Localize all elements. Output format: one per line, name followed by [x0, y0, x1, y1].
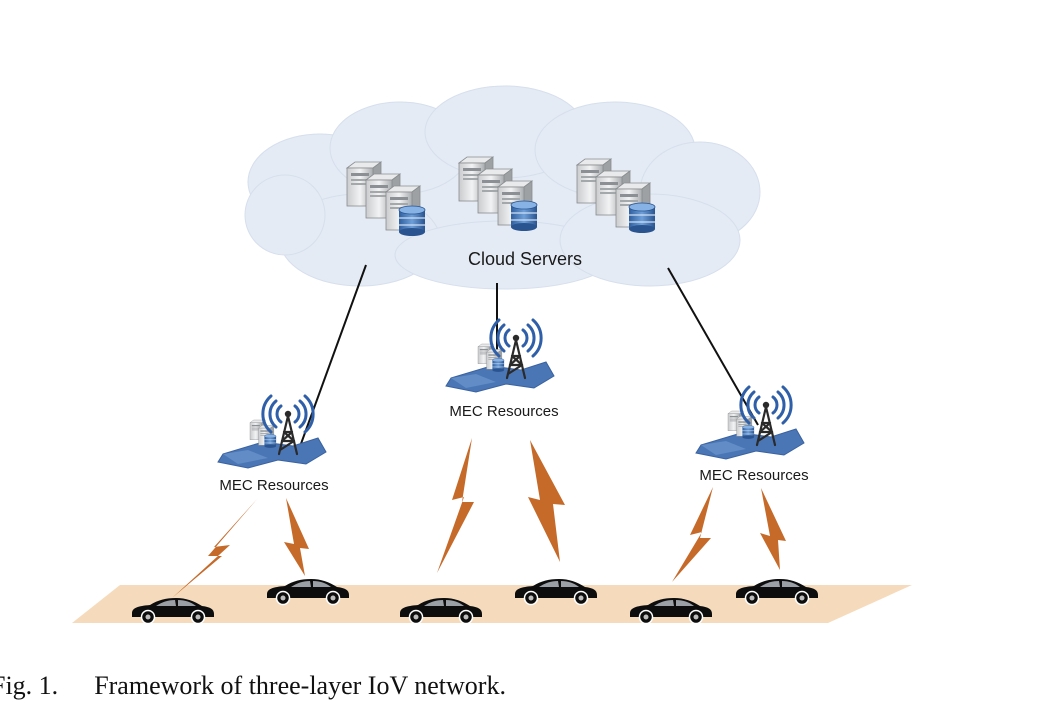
lightning-bolt-icon: [172, 498, 258, 598]
mec-label-center: MEC Resources: [449, 403, 558, 420]
lightning-bolt-icon: [528, 440, 565, 562]
figure-caption-text: Framework of three-layer IoV network.: [94, 671, 506, 700]
lightning-bolt-icon: [284, 498, 309, 576]
mec-node-center-icon: [446, 320, 554, 392]
mec-node-right-icon: [696, 387, 804, 459]
backhaul-links: [297, 264, 759, 453]
wireless-links: [172, 438, 786, 598]
mec-node-left-icon: [218, 396, 326, 468]
backhaul-link-left: [297, 264, 367, 453]
lightning-bolt-icon: [760, 488, 786, 570]
figure-caption: Fig. 1. Framework of three-layer IoV netw…: [0, 668, 1047, 704]
lightning-bolt-icon: [672, 487, 713, 582]
mec-label-right: MEC Resources: [699, 467, 808, 484]
figure-number: Fig. 1.: [0, 671, 59, 700]
cloud-servers-label: Cloud Servers: [468, 249, 582, 269]
mec-label-left: MEC Resources: [219, 477, 328, 494]
lightning-bolt-icon: [437, 438, 474, 573]
backhaul-link-right: [667, 267, 759, 426]
